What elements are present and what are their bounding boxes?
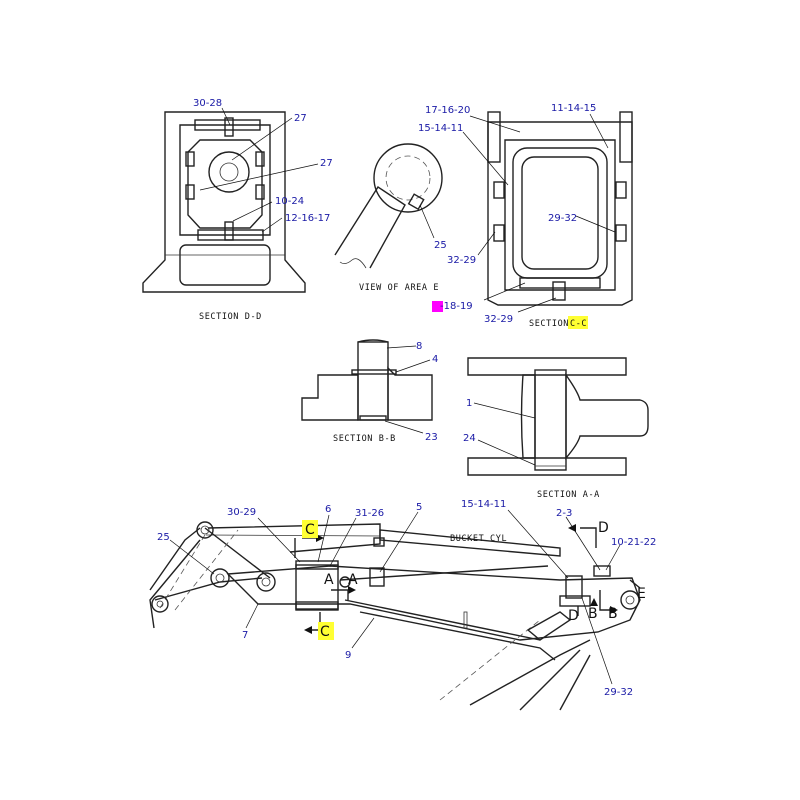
label-10-21-22: 10-21-22 [611,537,656,548]
section-cc-drawing [487,111,633,306]
view-area-e-drawing [334,143,443,269]
label-12-16-17: 12-16-17 [285,213,330,224]
caption-section-dd: SECTION D-D [199,312,262,322]
caption-section-aa: SECTION A-A [537,490,600,500]
label-29-32-cc: 29-32 [548,213,577,224]
caption-view-area-e: VIEW OF AREA E [359,283,439,293]
label-27-lower: 27 [320,158,333,169]
section-dd-drawing [142,111,306,293]
caption-section-bb: SECTION B-B [333,434,396,444]
label-27-upper: 27 [294,113,307,124]
label-30-28: 30-28 [193,98,222,109]
marker-c-bottom: C [320,624,330,640]
section-aa-drawing [467,357,649,476]
label-7: 7 [242,630,248,641]
stick-assembly-drawing [149,521,641,711]
label-8: 8 [416,341,422,352]
marker-b-right: B [608,606,618,622]
label-2-3: 2-3 [556,508,572,519]
marker-b-left: B [588,606,598,622]
label-17-16-20: 17-16-20 [425,105,470,116]
section-cc-leaders [462,113,616,313]
caption-section-cc-letters: C-C [570,319,587,329]
marker-a-left: A [324,572,334,588]
label-32-29-bottom: 32-29 [484,314,513,325]
marker-d-bottom: D [568,608,579,624]
marker-d-top: D [598,520,609,536]
section-dd-leaders [199,107,319,233]
c-top-highlight [302,520,318,538]
label-30-29: 30-29 [227,507,256,518]
label-6: 6 [325,504,331,515]
caption-section-cc-prefix: SECTION [529,319,569,329]
label-10-24: 10-24 [275,196,304,207]
label-24: 24 [463,433,476,444]
label-32-29-side: 32-29 [447,255,476,266]
label-29-32-stick: 29-32 [604,687,633,698]
c-bottom-highlight [318,622,334,640]
marker-a-right: A [348,572,358,588]
section-bb-drawing [301,339,433,434]
cc-highlight [568,316,588,329]
label-23: 23 [425,432,438,443]
label-15-14-11-cc: 15-14-11 [418,123,463,134]
caption-bucket-cyl: BUCKET CYL [450,534,507,544]
label-1: 1 [466,398,472,409]
label-9: 9 [345,650,351,661]
marker-e: E [637,586,646,602]
label-25-area-e: 25 [434,240,447,251]
label-25-stick: 25 [157,532,170,543]
stick-leaders [169,509,621,685]
label-5: 5 [416,502,422,513]
marker-c-top: C [305,522,315,538]
label-4: 4 [432,354,438,365]
label-18-19: -18-19 [440,301,473,312]
label-11-14-15: 11-14-15 [551,103,596,114]
magenta-callout-marker [432,301,443,312]
label-15-14-11-stick: 15-14-11 [461,499,506,510]
label-31-26: 31-26 [355,508,384,519]
